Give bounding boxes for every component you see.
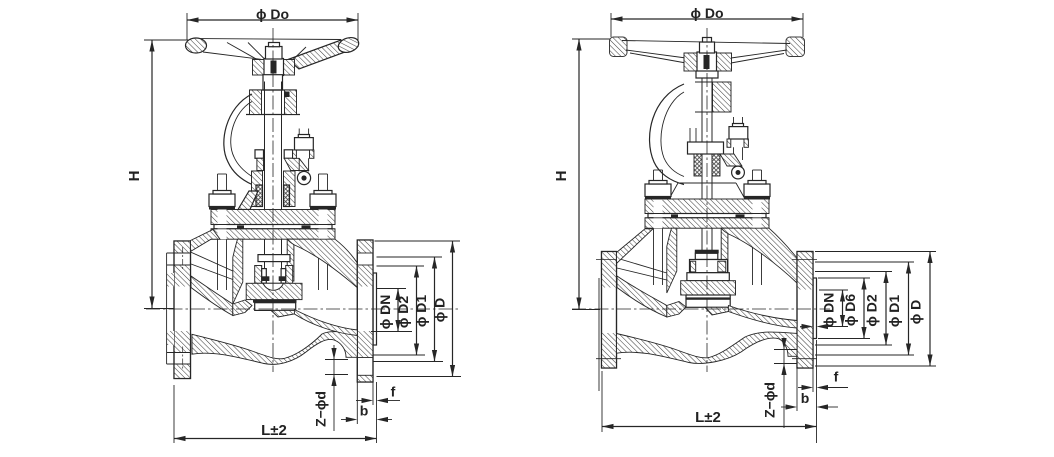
svg-text:Z−ϕd: Z−ϕd <box>313 391 329 427</box>
svg-text:ϕ D1: ϕ D1 <box>413 295 429 327</box>
svg-text:ϕ DN: ϕ DN <box>821 293 837 328</box>
svg-text:b: b <box>801 390 810 406</box>
svg-text:Z−ϕd: Z−ϕd <box>762 382 778 418</box>
svg-text:L±2: L±2 <box>695 409 721 426</box>
svg-text:ϕ Do: ϕ Do <box>256 6 289 22</box>
svg-text:ϕ DN: ϕ DN <box>377 295 393 330</box>
svg-text:L±2: L±2 <box>261 422 287 439</box>
svg-text:ϕ D: ϕ D <box>432 298 448 323</box>
svg-text:H: H <box>553 171 570 182</box>
svg-text:H: H <box>126 171 143 182</box>
svg-text:ϕ D6: ϕ D6 <box>842 294 858 326</box>
svg-text:ϕ D1: ϕ D1 <box>886 295 902 327</box>
svg-text:f: f <box>834 369 839 385</box>
svg-text:b: b <box>360 403 369 419</box>
svg-text:f: f <box>391 384 396 400</box>
svg-text:ϕ Do: ϕ Do <box>690 5 723 21</box>
svg-text:ϕ D: ϕ D <box>908 300 924 325</box>
svg-text:ϕ D2: ϕ D2 <box>864 294 880 326</box>
svg-text:ϕ D2: ϕ D2 <box>395 296 411 328</box>
